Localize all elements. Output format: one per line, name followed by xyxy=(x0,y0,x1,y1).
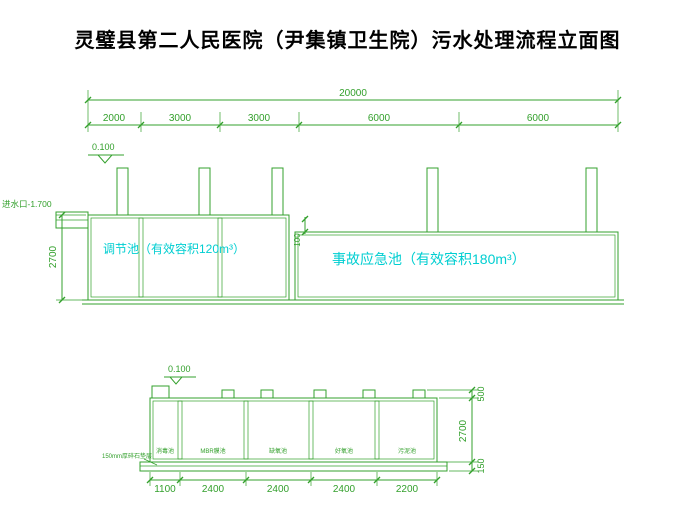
post-3 xyxy=(260,389,274,399)
post-1 xyxy=(151,385,170,399)
dim-bottom-5: 2200 xyxy=(396,484,419,495)
upper-height-dimension: 2700 xyxy=(48,211,86,304)
dim-step: 100 xyxy=(293,233,302,247)
lower-elevation-value: 0.100 xyxy=(168,364,191,374)
lower-right-dimensions: 500 2700 150 xyxy=(427,386,486,475)
upper-base-slab xyxy=(82,299,624,305)
upper-elevation-value: 0.100 xyxy=(92,142,115,152)
elevation-triangle-icon xyxy=(168,376,184,385)
elevation-triangle-icon xyxy=(96,154,114,164)
post-2 xyxy=(221,389,235,399)
lower-elevation-drawing: 0.100 消毒池 xyxy=(102,364,486,495)
cushion-note: 150mm厚碎石垫层 xyxy=(102,452,158,466)
upper-elevation-mark: 0.100 xyxy=(88,142,124,164)
cushion-note-label: 150mm厚碎石垫层 xyxy=(102,452,152,460)
dim-right-150: 150 xyxy=(476,458,486,473)
lower-wall-4 xyxy=(374,400,380,460)
lower-base-slab xyxy=(139,461,448,472)
vent-2 xyxy=(198,167,211,216)
tank1-wall-1 xyxy=(138,217,144,298)
dim-segment-4: 6000 xyxy=(368,113,391,124)
lower-tank-structure xyxy=(149,397,438,463)
tank1-label: 调节池（有效容积120m³） xyxy=(103,241,245,256)
inlet: 进水口-1.700 xyxy=(2,199,89,229)
dim-tank-height: 2700 xyxy=(48,245,59,268)
compartment-label-1: 消毒池 xyxy=(156,447,174,455)
lower-wall-2 xyxy=(243,400,249,460)
tank-vents xyxy=(116,167,598,233)
vent-3 xyxy=(271,167,284,216)
dim-segment-1: 2000 xyxy=(103,113,126,124)
compartment-label-5: 污泥池 xyxy=(398,447,416,455)
inlet-label: 进水口-1.700 xyxy=(2,199,52,209)
dim-bottom-1: 1100 xyxy=(154,484,176,495)
lower-tank-posts xyxy=(151,385,426,399)
compartment-label-4: 好氧池 xyxy=(335,447,353,455)
compartment-label-3: 缺氧池 xyxy=(269,447,287,455)
dim-segment-3: 3000 xyxy=(248,113,271,124)
lower-elevation-mark: 0.100 xyxy=(164,364,196,385)
lower-wall-1 xyxy=(177,400,183,460)
dim-right-500: 500 xyxy=(476,386,486,401)
vent-4 xyxy=(426,167,439,233)
vent-5 xyxy=(585,167,598,233)
dim-total-width: 20000 xyxy=(339,88,367,99)
dim-right-2700: 2700 xyxy=(458,419,469,442)
dim-bottom-2: 2400 xyxy=(202,484,225,495)
dim-bottom-4: 2400 xyxy=(333,484,356,495)
dim-bottom-3: 2400 xyxy=(267,484,290,495)
compartment-label-2: MBR膜池 xyxy=(200,447,225,455)
drawing-title: 灵璧县第二人民医院（尹集镇卫生院）污水处理流程立面图 xyxy=(74,30,621,52)
tank1-wall-2 xyxy=(217,217,223,298)
post-6 xyxy=(412,389,426,399)
post-5 xyxy=(362,389,376,399)
post-4 xyxy=(313,389,327,399)
lower-wall-3 xyxy=(308,400,314,460)
tank1-structure xyxy=(87,214,290,301)
upper-segment-dimensions: 2000 3000 3000 6000 6000 xyxy=(84,112,622,132)
dim-segment-2: 3000 xyxy=(169,113,192,124)
dim-segment-5: 6000 xyxy=(527,113,550,124)
upper-elevation-drawing: 20000 2000 3000 3000 6000 6000 xyxy=(2,88,624,305)
vent-1 xyxy=(116,167,129,216)
lower-bottom-dimensions: 1100 2400 2400 2400 2200 xyxy=(146,472,441,495)
step-dimension: 100 xyxy=(293,215,309,247)
tank2-label: 事故应急池（有效容积180m³） xyxy=(332,251,526,267)
